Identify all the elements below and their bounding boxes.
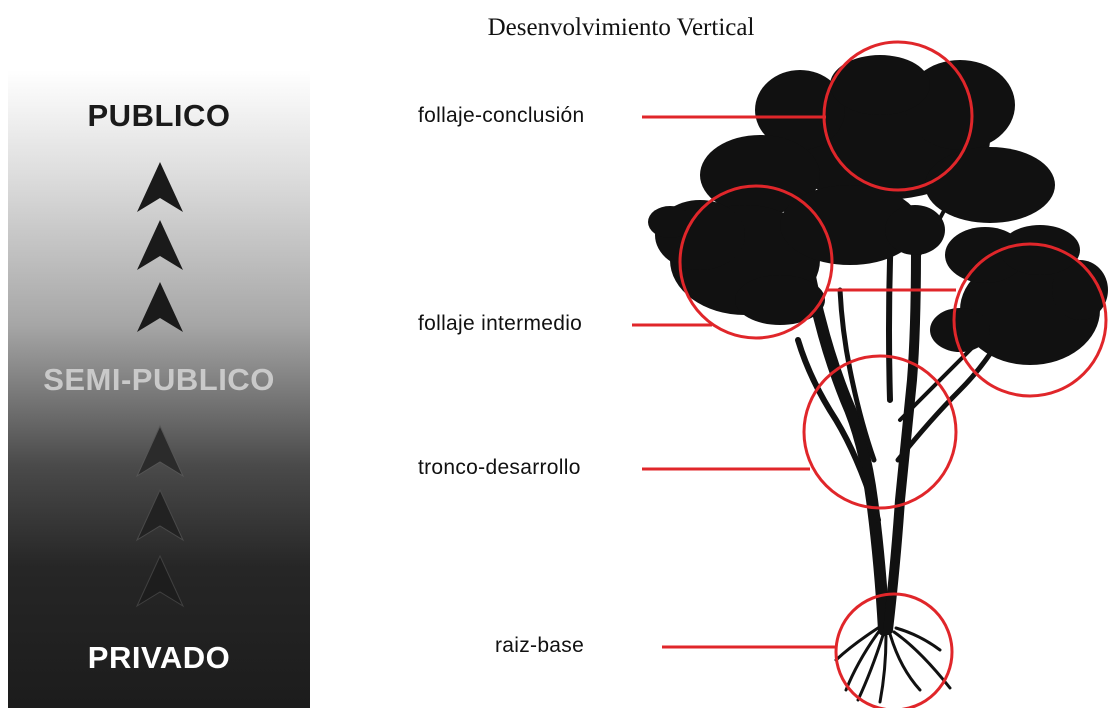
- label-tronco-desarrollo: tronco-desarrollo: [418, 456, 581, 480]
- label-follaje-conclusion: follaje-conclusión: [418, 104, 585, 128]
- label-raiz-base: raiz-base: [495, 634, 584, 658]
- circle-tronco-desarrollo: [804, 356, 956, 508]
- tree-silhouette: [648, 55, 1108, 702]
- label-follaje-intermedio: follaje intermedio: [418, 312, 582, 336]
